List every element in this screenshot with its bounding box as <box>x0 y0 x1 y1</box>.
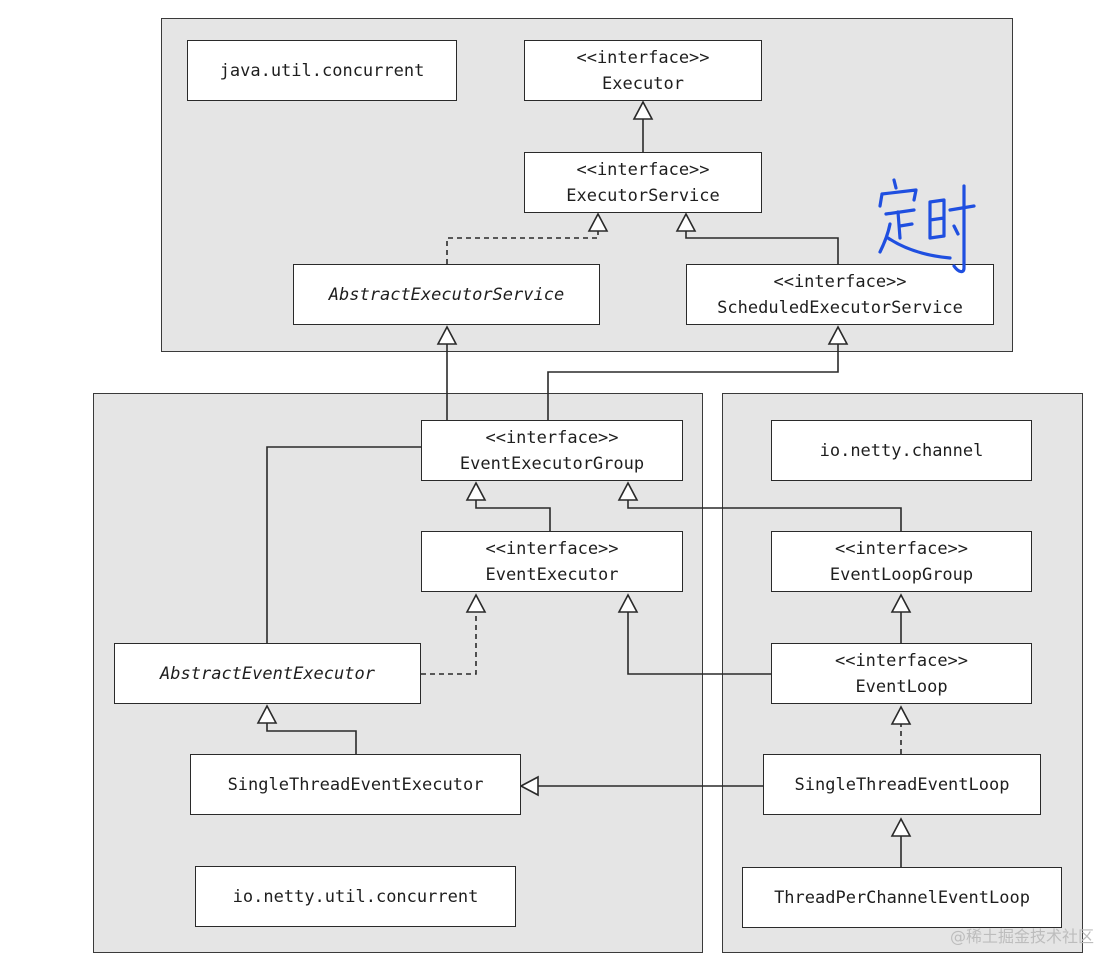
class-name: AbstractEventExecutor <box>160 663 375 684</box>
class-name: ScheduledExecutorService <box>717 297 963 318</box>
stereotype-label: <<interface>> <box>485 538 619 559</box>
class-name: Executor <box>602 73 684 94</box>
thread-per-channel-event-loop-class: ThreadPerChannelEventLoop <box>742 867 1062 928</box>
class-name: EventLoopGroup <box>829 564 974 585</box>
event-loop-group-interface: <<interface>> EventLoopGroup <box>771 531 1032 592</box>
package-label-java-util-concurrent: java.util.concurrent <box>187 40 457 101</box>
class-name: SingleThreadEventExecutor <box>227 774 484 795</box>
arrowhead-executor-service-left <box>587 212 609 232</box>
class-name: ThreadPerChannelEventLoop <box>774 887 1030 908</box>
single-thread-event-executor-class: SingleThreadEventExecutor <box>190 754 521 815</box>
arrowhead-single-thread-event-loop <box>890 817 912 837</box>
arrowhead-event-executor-group-left <box>465 481 487 501</box>
executor-interface: <<interface>> Executor <box>524 40 762 101</box>
arrowhead-event-executor-right <box>617 593 639 613</box>
arrowhead-event-loop <box>890 705 912 725</box>
arrowhead-executor <box>632 100 654 120</box>
event-executor-interface: <<interface>> EventExecutor <box>421 531 683 592</box>
arrowhead-executor-service-right <box>675 212 697 232</box>
stereotype-label: <<interface>> <box>834 650 969 671</box>
class-name: ExecutorService <box>566 185 720 206</box>
event-executor-group-interface: <<interface>> EventExecutorGroup <box>421 420 683 481</box>
executor-service-interface: <<interface>> ExecutorService <box>524 152 762 213</box>
arrowhead-event-loop-group <box>890 593 912 613</box>
arrowhead-event-executor-left <box>465 593 487 613</box>
arrowhead-single-thread-event-executor <box>519 775 539 797</box>
stereotype-label: <<interface>> <box>576 47 710 68</box>
class-name: EventLoop <box>855 676 948 697</box>
arrowhead-abstract-event-executor <box>256 704 278 724</box>
arrowhead-scheduled-executor-service <box>827 325 849 345</box>
handwritten-annotation <box>878 178 976 274</box>
single-thread-event-loop-class: SingleThreadEventLoop <box>763 754 1041 815</box>
arrowhead-abstract-executor-service <box>436 325 458 345</box>
stereotype-label: <<interface>> <box>485 427 619 448</box>
event-loop-interface: <<interface>> EventLoop <box>771 643 1032 704</box>
stereotype-label: <<interface>> <box>834 538 969 559</box>
class-name: EventExecutor <box>485 564 619 585</box>
abstract-event-executor-class: AbstractEventExecutor <box>114 643 421 704</box>
watermark: @稀土掘金技术社区 <box>949 927 1094 946</box>
package-label-io-netty-channel: io.netty.channel <box>771 420 1032 481</box>
stereotype-label: <<interface>> <box>773 271 907 292</box>
scheduled-executor-service-interface: <<interface>> ScheduledExecutorService <box>686 264 994 325</box>
stereotype-label: <<interface>> <box>576 159 710 180</box>
class-name: EventExecutorGroup <box>459 453 645 474</box>
arrowhead-event-executor-group-right <box>617 481 639 501</box>
package-label-io-netty-util-concurrent: io.netty.util.concurrent <box>195 866 516 927</box>
class-name: SingleThreadEventLoop <box>794 774 1010 795</box>
class-name: AbstractExecutorService <box>328 284 565 305</box>
abstract-executor-service-class: AbstractExecutorService <box>293 264 600 325</box>
